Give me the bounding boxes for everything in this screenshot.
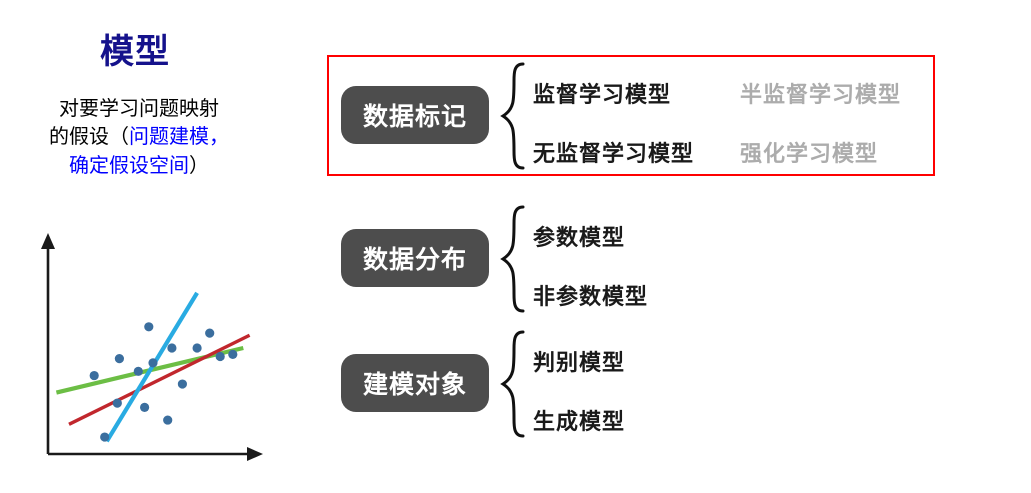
taxonomy-group-modeling-target: 建模对象 判别模型 生成模型	[325, 325, 1031, 443]
branch-label-parametric[interactable]: 参数模型	[533, 226, 626, 251]
curly-brace-icon	[497, 329, 531, 439]
regression-scatter-plot	[18, 222, 280, 472]
y-axis-arrowhead	[41, 233, 55, 249]
curly-brace-icon	[497, 61, 531, 171]
scatter-plot-svg	[41, 233, 263, 461]
branch-label-nonparametric[interactable]: 非参数模型	[533, 285, 649, 310]
branch-label-supervised[interactable]: 监督学习模型	[533, 83, 672, 108]
scatter-point	[167, 343, 177, 353]
scatter-point	[133, 366, 143, 376]
scatter-point	[114, 354, 124, 364]
description-line-3-highlight: 确定假设空间	[69, 152, 189, 177]
description-line-3-suffix: ）	[189, 152, 209, 177]
scatter-point	[177, 379, 187, 389]
scatter-point	[163, 415, 173, 425]
scatter-point	[89, 370, 99, 381]
description-line-1: 对要学习问题映射	[59, 96, 219, 120]
scatter-point	[144, 322, 154, 332]
highlight-outline-box	[327, 55, 935, 176]
scatter-point	[100, 432, 110, 442]
description-line-2-prefix: 的假设（	[49, 124, 129, 149]
scatter-point	[112, 398, 122, 408]
branch-label-semi-supervised[interactable]: 半监督学习模型	[740, 83, 902, 108]
chart-axes	[41, 233, 263, 461]
model-description: 对要学习问题映射 的假设（问题建模， 确定假设空间）	[14, 94, 264, 179]
taxonomy-group-data-distribution: 数据分布 参数模型 非参数模型	[325, 200, 1031, 318]
category-pill-modeling-target[interactable]: 建模对象	[341, 354, 489, 412]
scatter-point	[205, 328, 215, 338]
scatter-point	[215, 351, 225, 362]
scatter-point	[228, 349, 238, 359]
model-left-panel: 模型 对要学习问题映射 的假设（问题建模， 确定假设空间）	[0, 0, 300, 493]
category-pill-data-labeling[interactable]: 数据标记	[341, 86, 489, 144]
page-title: 模型	[100, 32, 170, 72]
curly-brace-icon	[497, 204, 531, 314]
description-line-2-highlight: 问题建模，	[129, 124, 229, 149]
model-taxonomy-diagram: 数据标记 监督学习模型 无监督学习模型 半监督学习模型 强化学习模型 数据分布 …	[325, 0, 1031, 493]
branch-label-generative[interactable]: 生成模型	[533, 410, 626, 435]
category-pill-data-distribution[interactable]: 数据分布	[341, 229, 489, 287]
x-axis-arrowhead	[247, 447, 263, 461]
taxonomy-group-data-labeling: 数据标记 监督学习模型 无监督学习模型 半监督学习模型 强化学习模型	[325, 57, 1031, 175]
scatter-point	[148, 358, 158, 368]
branch-label-discriminative[interactable]: 判别模型	[533, 351, 626, 376]
scatter-point	[140, 402, 150, 412]
scatter-point	[192, 343, 202, 353]
regression-line-red-fit	[68, 333, 251, 426]
branch-label-unsupervised[interactable]: 无监督学习模型	[533, 142, 695, 167]
scatter-data-points	[89, 322, 238, 442]
branch-label-reinforcement[interactable]: 强化学习模型	[740, 142, 879, 167]
